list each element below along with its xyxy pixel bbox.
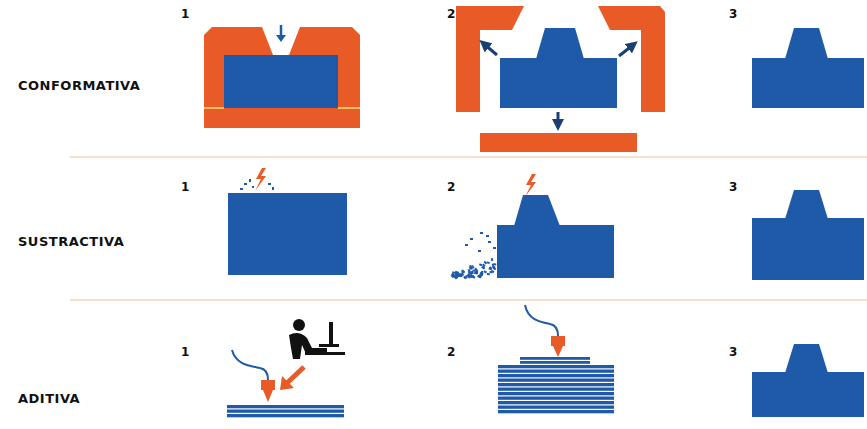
step-number: 3 — [729, 345, 737, 359]
step-number: 3 — [729, 180, 737, 194]
step-number: 2 — [447, 345, 455, 359]
row-label: CONFORMATIVA — [18, 78, 140, 93]
step-number: 1 — [181, 180, 189, 194]
step-number: 2 — [447, 7, 455, 21]
step-number: 3 — [729, 7, 737, 21]
step-number: 1 — [181, 345, 189, 359]
row-label: ADITIVA — [18, 391, 80, 406]
step-number: 1 — [181, 7, 189, 21]
row-label: SUSTRACTIVA — [18, 234, 124, 249]
step-number: 2 — [447, 180, 455, 194]
